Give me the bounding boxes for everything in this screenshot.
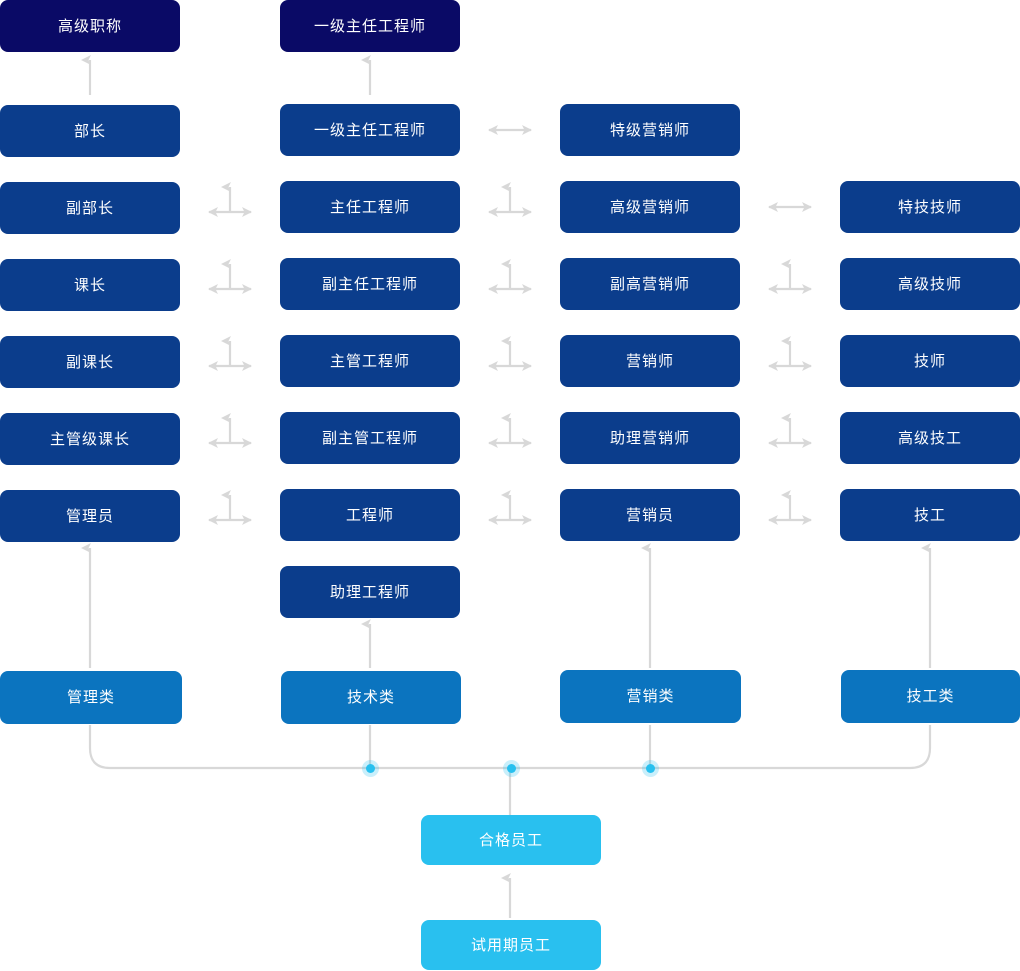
node-technical-6[interactable]: 工程师 [280, 489, 460, 541]
node-marketing-5[interactable]: 助理营销师 [560, 412, 740, 464]
node-technical-5[interactable]: 副主管工程师 [280, 412, 460, 464]
node-technical-2[interactable]: 主任工程师 [280, 181, 460, 233]
node-management-5[interactable]: 主管级课长 [0, 413, 180, 465]
node-management-3[interactable]: 课长 [0, 259, 180, 311]
node-technical-4[interactable]: 主管工程师 [280, 335, 460, 387]
node-marketing-4[interactable]: 营销师 [560, 335, 740, 387]
node-marketing-6[interactable]: 营销员 [560, 489, 740, 541]
node-probation-employee[interactable]: 试用期员工 [421, 920, 601, 970]
node-craft-1[interactable]: 特技技师 [840, 181, 1020, 233]
bus-junction-dot-technical [365, 763, 375, 773]
bus-junction-dot-marketing [645, 763, 655, 773]
node-top-technical[interactable]: 一级主任工程师 [280, 0, 460, 52]
node-management-6[interactable]: 管理员 [0, 490, 180, 542]
node-marketing-2[interactable]: 高级营销师 [560, 181, 740, 233]
node-category-craft[interactable]: 技工类 [841, 670, 1020, 723]
node-craft-4[interactable]: 高级技工 [840, 412, 1020, 464]
node-management-1[interactable]: 部长 [0, 105, 180, 157]
node-technical-7[interactable]: 助理工程师 [280, 566, 460, 618]
node-marketing-3[interactable]: 副高营销师 [560, 258, 740, 310]
node-management-4[interactable]: 副课长 [0, 336, 180, 388]
node-category-technical[interactable]: 技术类 [281, 671, 461, 724]
node-craft-5[interactable]: 技工 [840, 489, 1020, 541]
node-top-management[interactable]: 高级职称 [0, 0, 180, 52]
node-marketing-1[interactable]: 特级营销师 [560, 104, 740, 156]
node-category-marketing[interactable]: 营销类 [560, 670, 741, 723]
node-craft-3[interactable]: 技师 [840, 335, 1020, 387]
node-craft-2[interactable]: 高级技师 [840, 258, 1020, 310]
bus-junction-dot-center [506, 763, 516, 773]
node-qualified-employee[interactable]: 合格员工 [421, 815, 601, 865]
node-management-2[interactable]: 副部长 [0, 182, 180, 234]
node-technical-3[interactable]: 副主任工程师 [280, 258, 460, 310]
node-technical-1[interactable]: 一级主任工程师 [280, 104, 460, 156]
node-category-management[interactable]: 管理类 [0, 671, 182, 724]
